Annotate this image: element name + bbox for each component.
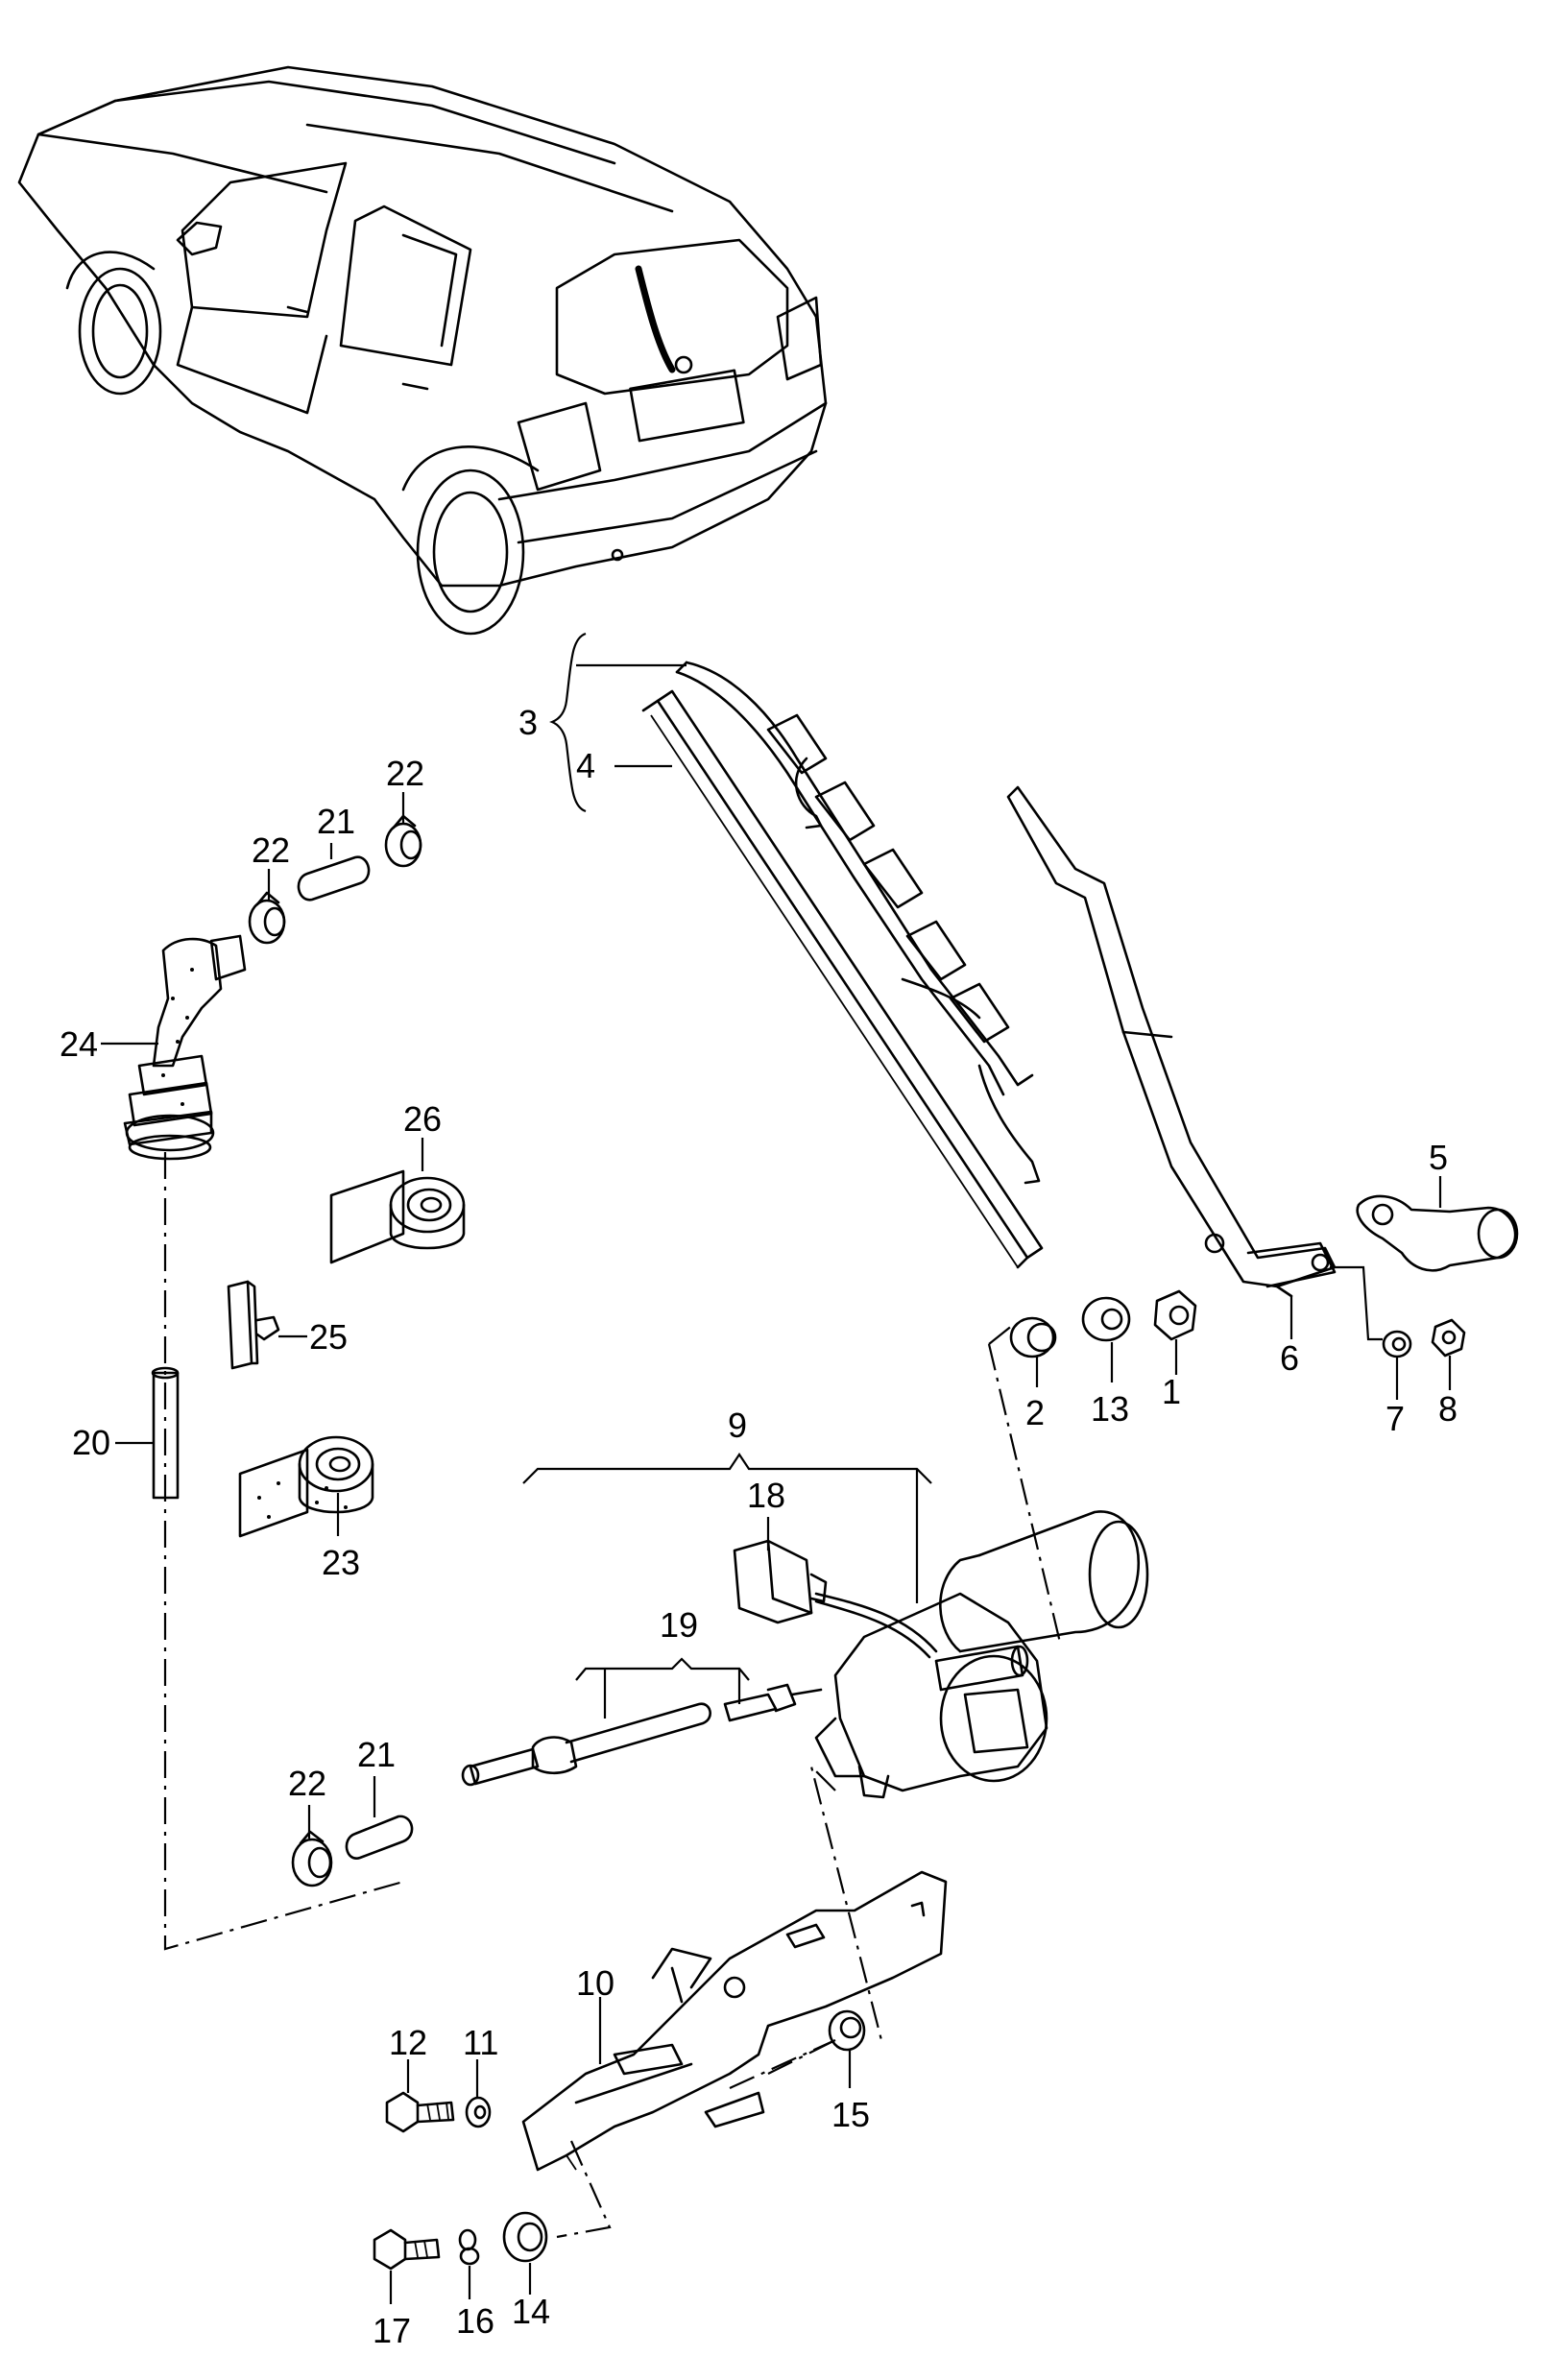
callout-22-lower: 22: [288, 1764, 326, 1803]
callout-7: 7: [1385, 1399, 1405, 1438]
callout-23: 23: [322, 1543, 360, 1582]
leader-lines: [101, 632, 1452, 2304]
callout-22-top-left: 22: [252, 830, 290, 870]
callout-21-lower: 21: [357, 1735, 396, 1774]
car-illustration: [17, 65, 828, 636]
callout-25: 25: [309, 1317, 348, 1357]
cap-part: [1356, 1194, 1519, 1272]
callout-6: 6: [1280, 1338, 1299, 1378]
callout-3: 3: [518, 703, 538, 742]
alignment-lines: [556, 1324, 1063, 2239]
callout-15: 15: [831, 2095, 870, 2134]
callout-1: 1: [1162, 1372, 1181, 1411]
washer-hose-parts: [123, 814, 422, 1951]
connector-housing: [733, 1539, 828, 1624]
wiper-blade-assembly: [641, 661, 1044, 1269]
callout-14: 14: [512, 2292, 550, 2331]
fasteners: [373, 2009, 866, 2271]
callout-labels: 1 2 3 4 5 6 7 8 9 10 11 12 13 14 15 16 1…: [60, 703, 1458, 2350]
callout-17: 17: [373, 2311, 411, 2350]
callout-10: 10: [576, 1963, 614, 2003]
callout-16: 16: [456, 2301, 494, 2341]
callout-19: 19: [660, 1605, 698, 1645]
wiper-motor: [814, 1510, 1149, 1799]
callout-9: 9: [728, 1406, 747, 1445]
callout-24: 24: [60, 1024, 98, 1064]
callout-26: 26: [403, 1099, 442, 1139]
callout-5: 5: [1429, 1138, 1448, 1177]
wiper-arm: [1006, 785, 1337, 1298]
callout-20: 20: [72, 1423, 110, 1462]
washer-hose-assembly: [461, 1683, 823, 1787]
callout-4: 4: [576, 746, 595, 785]
callout-18: 18: [747, 1476, 785, 1515]
nut-washer-hardware: [1009, 1265, 1466, 1358]
callout-8: 8: [1438, 1389, 1458, 1429]
callout-11: 11: [463, 2023, 498, 2062]
callout-12: 12: [389, 2023, 427, 2062]
foam-and-clip-parts: [227, 1169, 466, 1538]
mounting-bracket: [521, 1870, 948, 2172]
callout-2: 2: [1025, 1393, 1045, 1432]
callout-13: 13: [1091, 1389, 1129, 1429]
callout-22-top-right: 22: [386, 754, 424, 793]
callout-21-upper: 21: [317, 802, 355, 841]
